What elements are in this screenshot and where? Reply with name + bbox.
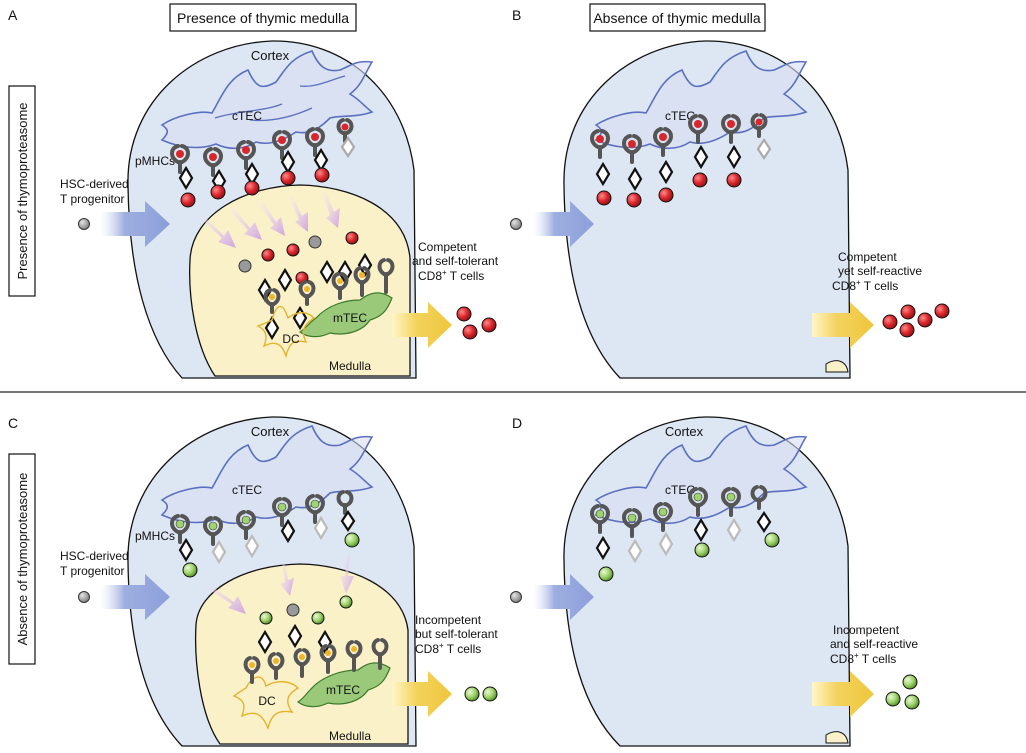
medulla-tcrs [257, 252, 373, 341]
medulla-remnant [825, 360, 849, 373]
progenitor-label-line1: HSC-derived [60, 549, 129, 563]
medulla-peptides [238, 231, 359, 285]
outcome-line1: Competent [418, 240, 477, 254]
cortex-label: Cortex [251, 424, 290, 439]
output-t-cells [464, 686, 498, 702]
panel-header-box [169, 3, 357, 32]
migration-arrows [203, 554, 354, 614]
progenitor-label-line2: T progenitor [60, 564, 124, 578]
exit-arrow [392, 302, 452, 348]
outcome-line2: but self-tolerant [415, 627, 498, 641]
outcome-line3: CD8+ T cells [418, 268, 484, 283]
panel-header: Absence of thymic medulla [593, 10, 761, 26]
outcome-line3: CD8+ T cells [415, 641, 481, 656]
medulla-peptides [259, 595, 353, 625]
ctec-cell [160, 50, 374, 150]
thymocytes-cortex [180, 167, 330, 208]
exit-arrow [812, 302, 874, 348]
pmhc-peptides [175, 499, 320, 531]
progenitor-cell [78, 591, 90, 603]
mhc-molecules [170, 490, 354, 546]
pmhcs-label: pMHCs [135, 154, 175, 168]
output-t-cells [882, 303, 950, 338]
exit-arrow [392, 671, 452, 717]
migration-arrows [198, 192, 340, 248]
panel-letter: B [512, 7, 521, 23]
dc-label: DC [282, 332, 300, 346]
panel-header: Presence of thymic medulla [177, 10, 349, 26]
panel-letter: D [512, 415, 522, 431]
medulla-mhcs [263, 258, 395, 314]
pmhc-peptides [596, 118, 763, 148]
medulla-mhcs [243, 638, 389, 684]
panel-d: D Cortex cTEC [510, 415, 920, 747]
outcome-line2: and self-tolerant [412, 254, 499, 268]
medulla-remnant [825, 731, 849, 744]
outcome-line1: Incompetent [415, 613, 482, 627]
row-label-bottom: Absence of thymoproteasome [8, 453, 36, 665]
dc-cell [256, 305, 316, 359]
ctec-label: cTEC [232, 109, 262, 123]
outcome-line2: yet self-reactive [838, 264, 922, 278]
panel-letter: A [8, 7, 18, 23]
progenitor-cell [510, 591, 522, 603]
thymocytes-cortex [598, 532, 780, 582]
thymocytes-cortex [596, 172, 742, 208]
tcr-diamonds [178, 510, 356, 565]
progenitor-label-line1: HSC-derived [60, 177, 129, 191]
panel-a: A Presence of thymic medulla Cortex Medu… [8, 3, 499, 379]
mtec-cell [296, 662, 391, 708]
mtec-label: mTEC [333, 311, 367, 325]
medulla-mhc-peptides [269, 272, 365, 300]
dc-label: DC [258, 694, 276, 708]
tcr-diamonds [595, 511, 772, 564]
entry-arrow [100, 201, 170, 247]
entry-arrow [100, 574, 170, 620]
output-t-cells [456, 306, 497, 340]
dc-cell [232, 676, 300, 731]
outcome-line3: CD8+ T cells [830, 651, 896, 666]
thymocytes-cortex [182, 532, 360, 578]
ctec-label: cTEC [665, 483, 695, 497]
entry-arrow [533, 201, 594, 247]
outcome-line1: Incompetent [833, 623, 900, 637]
tcr-diamonds [595, 138, 772, 192]
cortex-label: Cortex [251, 48, 290, 63]
svg-text:Absence of thymoproteasome: Absence of thymoproteasome [15, 473, 30, 646]
medulla-mhc-peptides [249, 646, 357, 668]
ctec-label: cTEC [232, 483, 262, 497]
mtec-label: mTEC [326, 683, 360, 697]
output-t-cells [885, 674, 920, 710]
pmhc-peptides [595, 492, 736, 523]
outcome-line1: Competent [838, 250, 897, 264]
progenitor-cell [78, 218, 90, 230]
progenitor-cell [510, 218, 522, 230]
mhc-molecules [590, 113, 768, 164]
medulla-label: Medulla [329, 359, 371, 373]
panel-header-box [589, 3, 766, 32]
pmhc-peptides [176, 123, 349, 161]
row-label-top: Presence of thymoproteasome [8, 85, 36, 297]
cortex-label: Cortex [665, 424, 704, 439]
outcome-line2: and self-reactive [830, 637, 918, 651]
panel-c: C Cortex Medulla cTEC pMHCs [8, 415, 498, 747]
mhc-molecules [170, 118, 354, 177]
ctec-label: cTEC [665, 109, 695, 123]
mhc-molecules [590, 485, 768, 538]
pmhcs-label: pMHCs [135, 529, 175, 543]
exit-arrow [812, 671, 874, 717]
svg-text:Presence of thymoproteasome: Presence of thymoproteasome [15, 102, 30, 279]
mtec-cell [298, 292, 393, 338]
panel-letter: C [8, 415, 18, 431]
medulla-label: Medulla [329, 729, 371, 743]
entry-arrow [533, 574, 594, 620]
panel-b: B Absence of thymic medulla cTEC [510, 3, 950, 379]
outcome-line3: CD8+ T cells [832, 278, 898, 293]
progenitor-label-line2: T progenitor [60, 192, 124, 206]
